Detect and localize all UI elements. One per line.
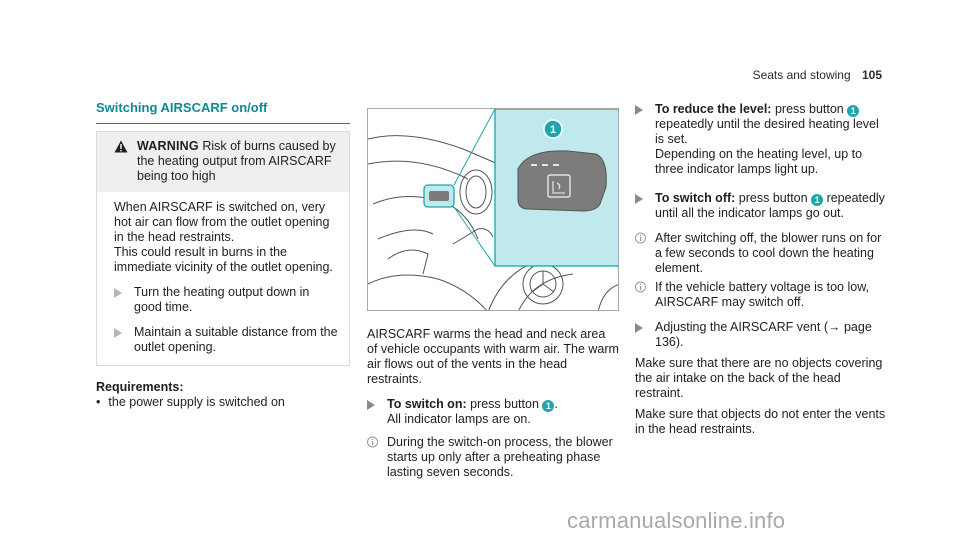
warning-body-1: When AIRSCARF is switched on, very hot a… (114, 200, 330, 244)
reduce-detail-2: Depending on the heating level, up to th… (655, 147, 863, 176)
switch-on-text: press button (470, 397, 539, 411)
button-1-callout: 1 (847, 105, 860, 117)
adjust-vent-link[interactable]: Adjusting the AIRSCARF vent (→ page 136)… (655, 320, 872, 349)
switch-on-label: To switch on: (387, 397, 467, 411)
switch-on-detail: All indicator lamps are on. (387, 412, 531, 426)
requirement-item: • the power supply is switched on (96, 395, 350, 410)
switch-off-step: To switch off: press button 1 repeatedly… (635, 191, 887, 221)
requirements-label: Requirements: (96, 380, 184, 394)
warning-body: When AIRSCARF is switched on, very hot a… (97, 192, 349, 365)
warning-box: WARNING Risk of burns caused by the heat… (96, 131, 350, 366)
action-text: Turn the heating output down in good tim… (134, 285, 310, 314)
reduce-detail: repeatedly until the desired heating lev… (655, 117, 879, 146)
switch-on-step: To switch on: press button 1. All indica… (367, 397, 619, 427)
note-text: After switching off, the blower runs on … (655, 231, 882, 275)
switch-off-text: press button (738, 191, 808, 205)
note-text: During the switch-on process, the blower… (387, 435, 613, 479)
reduce-level-step: To reduce the level: press button 1 repe… (635, 102, 887, 177)
switch-off-detail: repeatedly until all the indicator lamps… (655, 191, 885, 220)
warning-body-2: This could result in burns in the immedi… (114, 245, 333, 274)
paragraph: Make sure that there are no objects cove… (635, 356, 883, 400)
button-1-callout: 1 (811, 194, 824, 206)
switch-on-punct: . (554, 397, 558, 411)
car-door-illustration: 1 (368, 109, 618, 310)
bullet-icon: • (96, 395, 101, 409)
section-name: Seats and stowing (752, 68, 851, 82)
column-middle: 1 AIRSCARF warms the head and neck area … (367, 108, 619, 480)
reduce-text: press button (774, 102, 844, 116)
note-item: During the switch-on process, the blower… (367, 435, 619, 480)
info-icon (367, 436, 378, 480)
button-1-callout: 1 (542, 400, 555, 412)
action-arrow-icon (114, 328, 124, 338)
action-arrow-icon (367, 400, 377, 410)
page-header: Seats and stowing 105 (753, 68, 882, 82)
note-item: After switching off, the blower runs on … (635, 231, 887, 276)
page-number: 105 (861, 68, 882, 82)
column-left: Switching AIRSCARF on/off WARNING Risk o… (96, 100, 350, 410)
info-icon (635, 232, 646, 276)
action-arrow-icon (635, 194, 645, 204)
column-right: To reduce the level: press button 1 repe… (635, 102, 887, 437)
warning-text: Risk of burns caused by the heating outp… (137, 139, 336, 183)
switch-off-label: To switch off: (655, 191, 736, 205)
requirement-text: the power supply is switched on (108, 395, 285, 409)
action-text: Maintain a suitable distance from the ou… (134, 325, 338, 354)
action-arrow-icon (635, 105, 645, 115)
note-item: If the vehicle battery voltage is too lo… (635, 280, 887, 310)
info-icon (635, 281, 646, 310)
action-arrow-icon (114, 288, 124, 298)
watermark: carmanualsonline.info (567, 508, 786, 533)
adjust-vent-step: Adjusting the AIRSCARF vent (→ page 136)… (635, 320, 887, 350)
reduce-label: To reduce the level: (655, 102, 772, 116)
warning-triangle-icon (114, 140, 128, 184)
warning-action: Maintain a suitable distance from the ou… (114, 325, 339, 355)
action-arrow-icon (635, 323, 645, 333)
warning-label: WARNING (137, 139, 199, 153)
section-title: Switching AIRSCARF on/off (96, 100, 350, 124)
intro-text: AIRSCARF warms the head and neck area of… (367, 327, 619, 386)
warning-action: Turn the heating output down in good tim… (114, 285, 339, 315)
paragraph: Make sure that objects do not enter the … (635, 407, 886, 436)
figure-callout-number: 1 (550, 124, 556, 136)
note-text: If the vehicle battery voltage is too lo… (655, 280, 870, 309)
warning-header: WARNING Risk of burns caused by the heat… (97, 132, 349, 192)
airscarf-button-figure: 1 (367, 108, 619, 311)
